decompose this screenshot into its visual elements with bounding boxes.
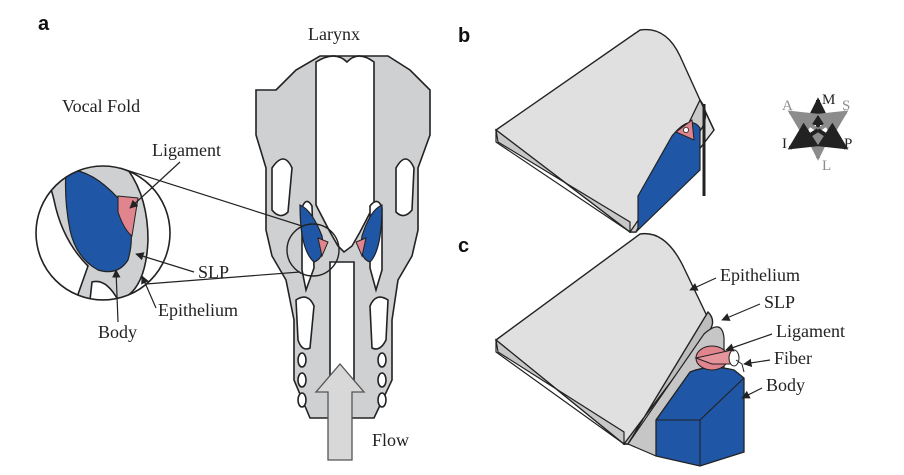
label-epithelium-c: Epithelium xyxy=(720,265,800,285)
axis-label-a: A xyxy=(782,98,793,114)
label-body-a: Body xyxy=(98,322,137,342)
leader-epithelium-a xyxy=(141,275,157,309)
axis-anterior xyxy=(787,110,820,138)
cartilage-oval xyxy=(377,372,387,388)
axis-inferior xyxy=(787,122,820,150)
leader-ligament-c xyxy=(725,333,773,352)
vocal-fold-zoom xyxy=(35,165,171,301)
zoom-circle xyxy=(35,165,171,301)
label-slp-a: SLP xyxy=(198,262,229,282)
leader-body-a xyxy=(112,269,121,323)
magnifier-ring xyxy=(286,223,340,277)
leader-ligament-a xyxy=(129,161,181,209)
flow-label: Flow xyxy=(372,430,409,450)
label-ligament-a: Ligament xyxy=(152,140,221,160)
larynx-title: Larynx xyxy=(308,24,360,44)
axis-label-s: S xyxy=(842,98,850,114)
axis-label-l: L xyxy=(822,158,831,174)
left-vocal-fold-ligament xyxy=(317,237,329,258)
panel-label-a: a xyxy=(38,13,50,35)
larynx-cross-section xyxy=(255,55,431,419)
right-vocal-fold-ligament xyxy=(355,237,367,258)
label-fiber-c: Fiber xyxy=(774,348,812,368)
leader-epithelium-c xyxy=(689,277,717,291)
axis-label-p: P xyxy=(844,136,852,152)
block-c xyxy=(494,232,745,467)
cartilage-oval xyxy=(297,352,307,368)
block-b xyxy=(494,28,715,234)
label-ligament-c: Ligament xyxy=(776,321,845,341)
leader-slp-a xyxy=(135,252,195,273)
cartilage-oval xyxy=(297,372,307,388)
cartilage-oval xyxy=(377,392,387,408)
vocal-fold-title: Vocal Fold xyxy=(62,96,140,116)
leader-body-c xyxy=(741,387,763,399)
flow-arrow xyxy=(314,363,366,461)
axis-label-m: M xyxy=(822,92,835,108)
zoom-connector xyxy=(119,167,303,227)
label-body-c: Body xyxy=(766,375,805,395)
cartilage-oval xyxy=(297,392,307,408)
leader-slp-c xyxy=(721,303,761,321)
zoom-connector xyxy=(145,271,301,285)
leader-fiber-c xyxy=(743,358,771,368)
label-epithelium-a: Epithelium xyxy=(158,300,238,320)
label-slp-c: SLP xyxy=(764,292,795,312)
axis-superior xyxy=(816,110,849,138)
orientation-compass: M A S I P L xyxy=(782,92,852,174)
panel-label-c: c xyxy=(458,235,469,257)
axis-posterior xyxy=(816,122,849,150)
cartilage-oval xyxy=(377,352,387,368)
panel-label-b: b xyxy=(458,25,470,47)
axis-label-i: I xyxy=(782,136,787,152)
